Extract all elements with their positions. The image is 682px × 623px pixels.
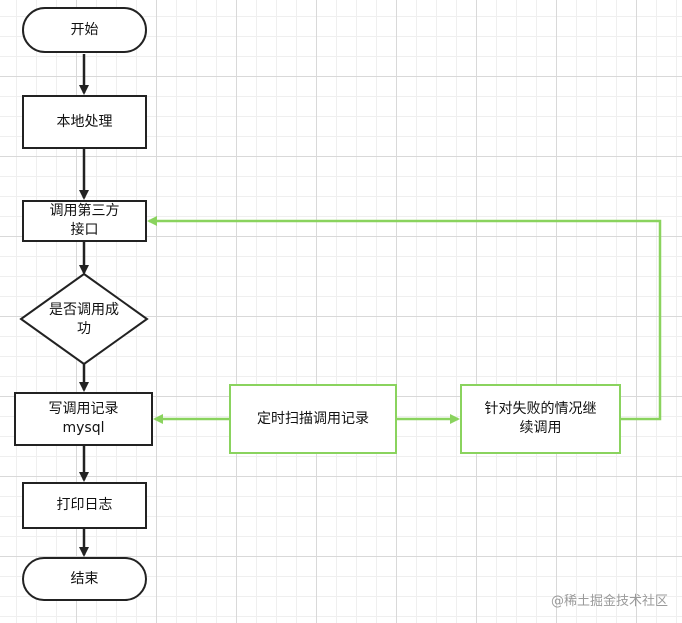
local-process-label: 本地处理 [56,113,113,130]
write-log-label: 写调用记录 mysql [48,401,119,436]
watermark: @稀土掘金技术社区 [550,594,668,609]
end-label: 结束 [70,570,99,587]
call-api-node: 调用第三方 接口 [22,200,147,242]
decision-label: 是否调用成 功 [49,302,119,337]
print-log-label: 打印日志 [56,497,113,513]
scan-label: 定时扫描调用记录 [257,410,369,427]
start-node: 开始 [22,7,147,53]
end-node: 结束 [22,557,147,601]
call-api-label: 调用第三方 接口 [49,203,120,238]
write-log-node: 写调用记录 mysql [14,392,153,446]
print-log-node: 打印日志 [22,482,147,529]
retry-node: 针对失败的情况继 续调用 [460,384,621,454]
retry-label: 针对失败的情况继 续调用 [484,401,597,436]
local-process-node: 本地处理 [22,95,147,149]
scan-node: 定时扫描调用记录 [229,384,397,454]
edge-retry-call [147,216,662,421]
decision-diamond [19,272,149,366]
start-label: 开始 [70,21,99,38]
